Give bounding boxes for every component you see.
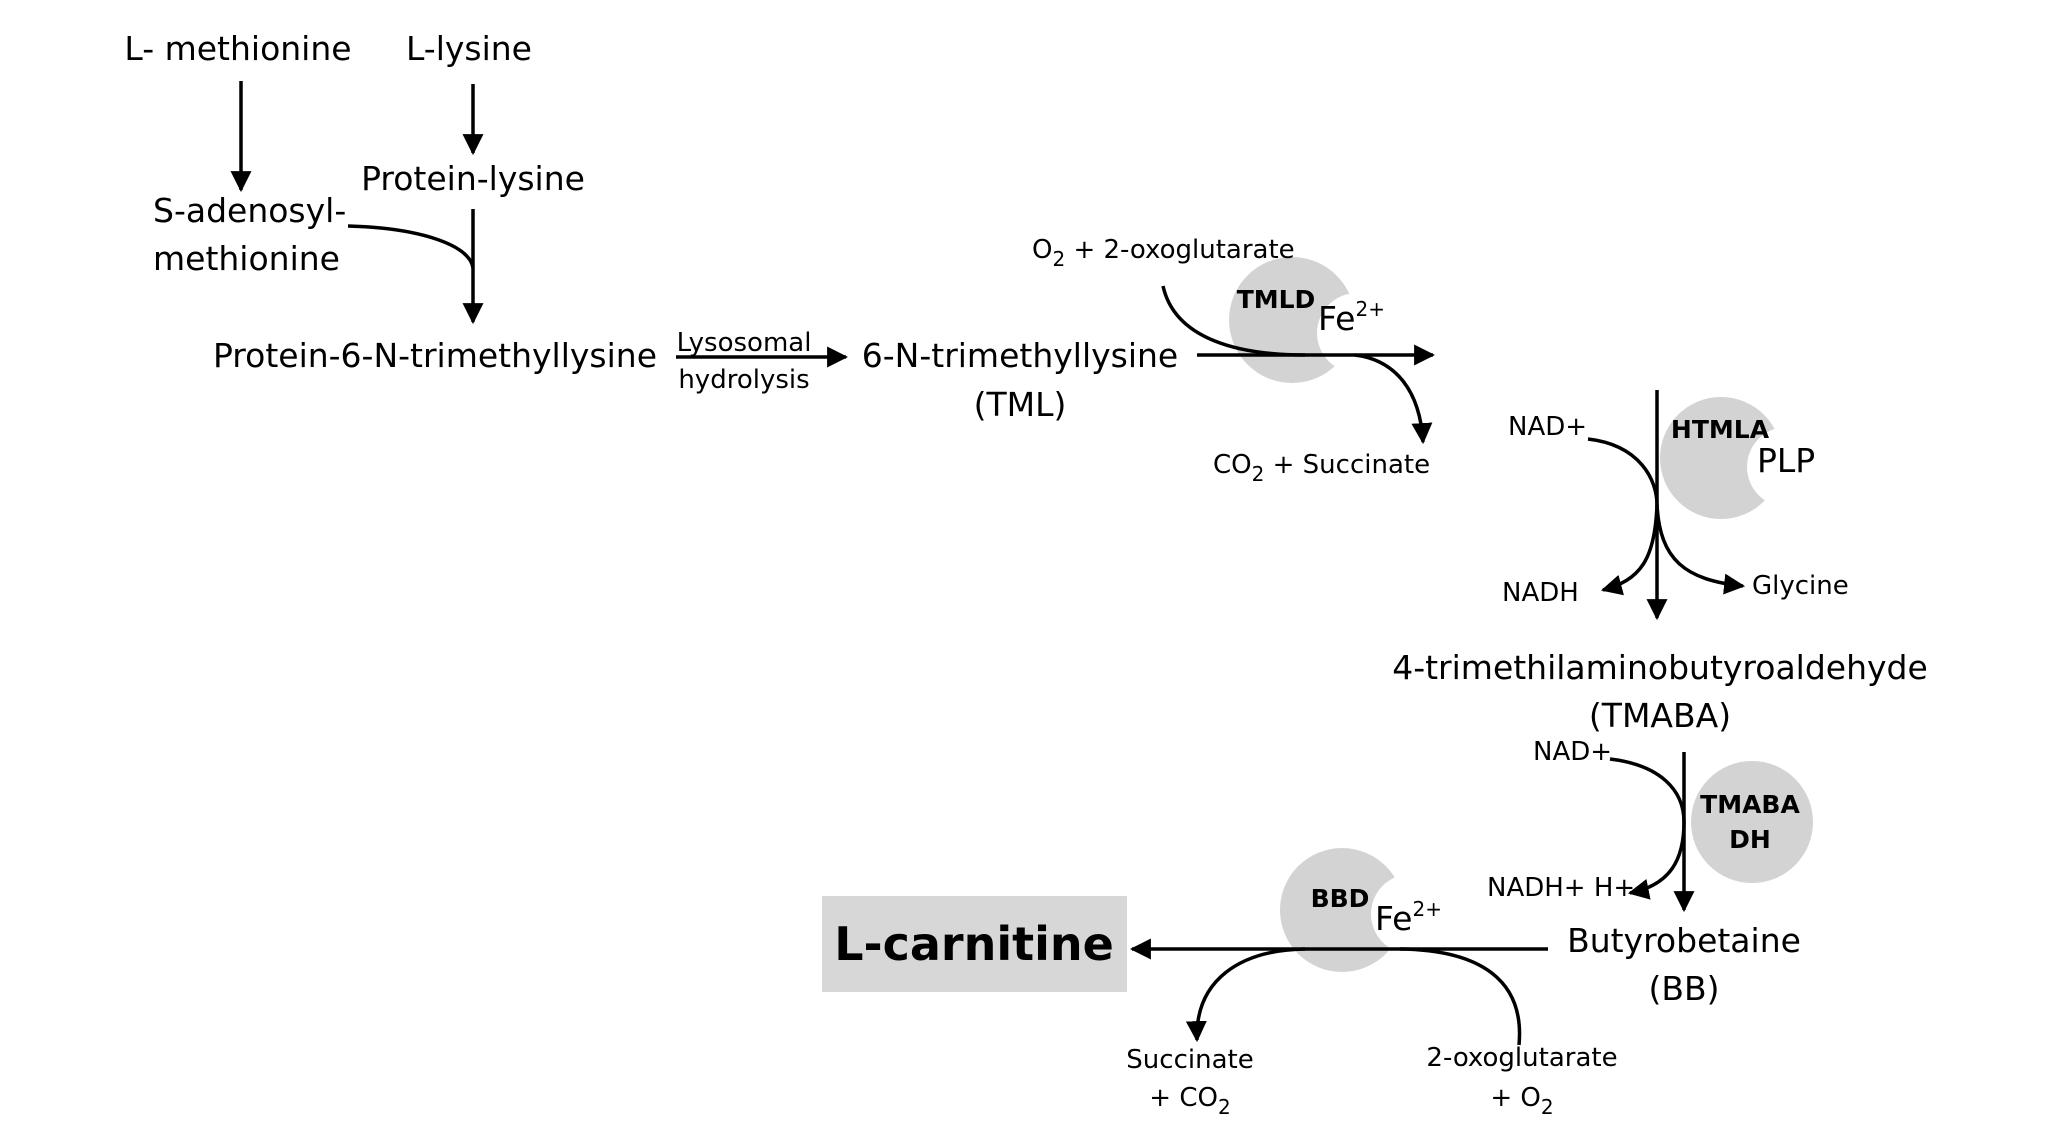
arrow-sam-methyl-donation — [347, 224, 475, 269]
cofactor-htmla-plp: PLP — [1757, 441, 1815, 480]
arrow-tmld-cosubstrate-in — [1161, 285, 1306, 357]
bbd-input-line2: + O2 — [1490, 1083, 1553, 1119]
enzyme-htmla-shape — [1660, 397, 1782, 519]
metabolite-butyrobetaine-abbr: (BB) — [1648, 969, 1719, 1008]
htmla-output-nadh: NADH — [1502, 578, 1579, 608]
htmla-input-nad: NAD+ — [1508, 412, 1587, 442]
metabolite-l-methionine: L- methionine — [124, 29, 351, 68]
tmabadh-input-nad: NAD+ — [1533, 737, 1612, 767]
enzyme-tmld-label: TMLD — [1237, 285, 1316, 314]
arrow-bbd-byproduct-out — [1185, 947, 1306, 1043]
metabolite-butyrobetaine: Butyrobetaine — [1567, 921, 1801, 960]
metabolite-tmaba: 4-trimethilaminobutyroaldehyde — [1392, 648, 1928, 687]
metabolite-sam-line2: methionine — [153, 239, 340, 278]
arrow-htmla-nad-in — [1587, 437, 1659, 506]
arrow-htmla-nadh-out — [1600, 504, 1659, 596]
bbd-input-line1: 2-oxoglutarate — [1426, 1043, 1617, 1073]
product-l-carnitine-box — [822, 896, 1127, 992]
enzyme-bbd-label: BBD — [1311, 884, 1370, 913]
tmld-input-label: O2 + 2-oxoglutarate — [1032, 235, 1295, 271]
tmabadh-output-nadh: NADH+ H+ — [1487, 873, 1635, 903]
arrow-tmld-byproduct-out — [1354, 353, 1433, 445]
metabolite-sam-line1: S-adenosyl- — [153, 191, 346, 230]
step-label-hydrolysis-line2: hydrolysis — [678, 365, 809, 395]
arrow-tmabadh-nad-in — [1609, 757, 1686, 823]
bbd-output-line1: Succinate — [1126, 1045, 1253, 1075]
product-l-carnitine: L-carnitine — [822, 896, 1127, 992]
enzyme-htmla-label: HTMLA — [1671, 415, 1770, 444]
enzyme-bbd-shape — [1280, 848, 1404, 972]
arrow-bbd-cosubstrate-in — [1399, 947, 1522, 1046]
enzyme-htmla: HTMLA PLP — [1660, 397, 1815, 519]
enzyme-bbd: BBD Fe2+ — [1280, 848, 1442, 972]
metabolite-l-lysine: L-lysine — [406, 29, 532, 68]
enzyme-tmabadh-label-line1: TMABA — [1700, 790, 1800, 819]
step-label-hydrolysis-line1: Lysosomal — [677, 328, 812, 358]
arrow-tmabadh-nadh-out — [1627, 821, 1686, 900]
htmla-output-glycine: Glycine — [1752, 571, 1849, 601]
enzyme-tmabadh: TMABA DH — [1691, 761, 1813, 883]
product-l-carnitine-label: L-carnitine — [834, 917, 1114, 971]
metabolite-tml-abbr: (TML) — [974, 385, 1067, 424]
metabolite-tml: 6-N-trimethyllysine — [862, 336, 1178, 375]
metabolite-tmaba-abbr: (TMABA) — [1589, 696, 1731, 735]
cofactor-bbd-fe: Fe2+ — [1375, 897, 1442, 938]
metabolite-protein-lysine: Protein-lysine — [361, 159, 585, 198]
enzyme-tmabadh-label-line2: DH — [1729, 825, 1771, 854]
metabolite-protein-tml: Protein-6-N-trimethyllysine — [213, 336, 657, 375]
tmld-output-label: CO2 + Succinate — [1213, 450, 1430, 486]
arrow-htmla-glycine-out — [1655, 504, 1746, 595]
cofactor-tmld-fe: Fe2+ — [1318, 297, 1385, 338]
enzyme-tmld: TMLD Fe2+ — [1229, 257, 1385, 383]
enzyme-tmabadh-shape — [1691, 761, 1813, 883]
bbd-output-line2: + CO2 — [1149, 1083, 1230, 1119]
